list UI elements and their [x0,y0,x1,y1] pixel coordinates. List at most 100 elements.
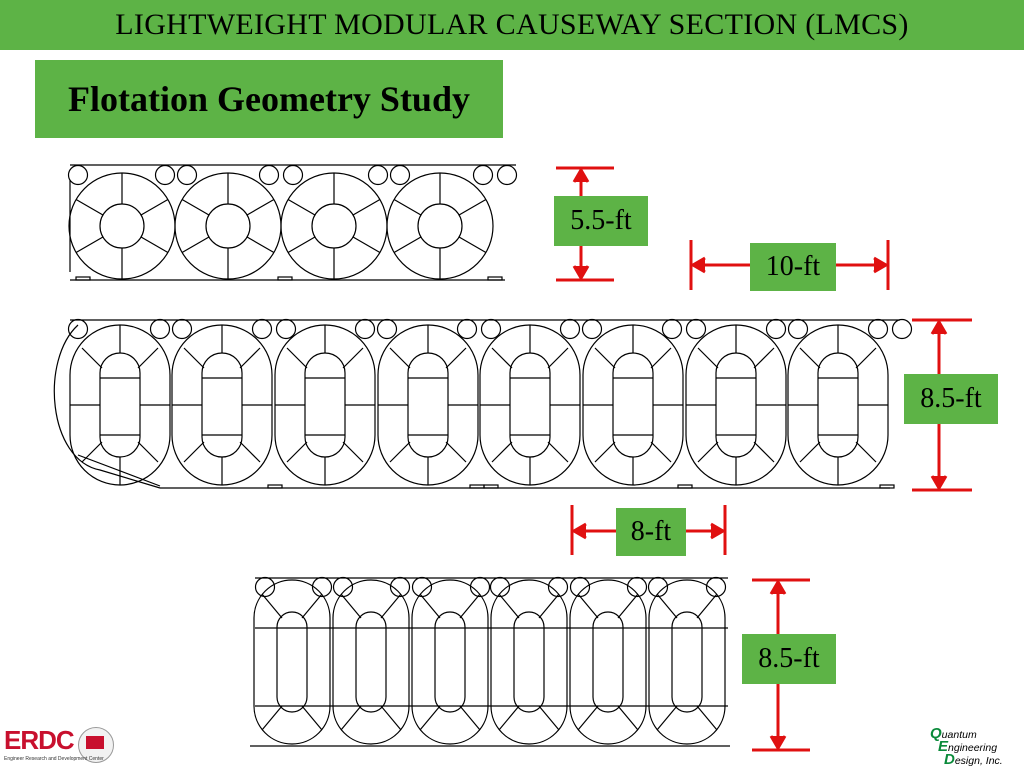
float-inner-chamber [592,611,624,713]
float-spoke [340,593,362,619]
arrow-head [710,522,726,540]
roller-connector [472,164,494,186]
float-spoke [261,593,283,619]
arrow-head [572,167,590,183]
page-title: LIGHTWEIGHT MODULAR CAUSEWAY SECTION (LM… [115,8,909,41]
roller-connector [176,164,198,186]
float-spoke [287,236,316,254]
dimension-label-8ft: 8-ft [616,508,686,556]
deck-plate [483,484,499,489]
float-inner-chamber [509,352,551,458]
roller-connector [489,576,511,598]
roller-connector [480,318,502,340]
float-spoke [140,198,169,216]
float-spoke [301,593,323,619]
float-spoke [458,198,487,216]
float-inner-chamber [276,611,308,713]
deck-plate [487,276,503,281]
float-spoke [137,347,159,369]
float-spoke [340,705,362,731]
roller-connector [389,576,411,598]
float-hub [99,203,145,249]
float-spoke [183,347,205,369]
float-spoke [75,236,104,254]
float-spoke [547,441,569,463]
roller-connector [456,318,478,340]
float-inner-chamber [817,352,859,458]
float-inner-chamber [99,352,141,458]
float-spoke [491,347,513,369]
float-spoke [855,441,877,463]
quantum-engineering-logo: Quantum Engineering Design, Inc. [930,725,1003,768]
vertical-float [569,579,647,745]
float-spoke [81,441,103,463]
roller-connector [254,576,276,598]
float-spoke [239,347,261,369]
bow-ramp [53,324,161,489]
float-spoke [380,705,402,731]
float-spoke [286,347,308,369]
float-spoke [459,593,481,619]
float-spoke [75,198,104,216]
float-spoke [458,236,487,254]
roller-connector [389,164,411,186]
arrow-head [571,522,587,540]
float-spoke [246,236,275,254]
float-spoke [181,236,210,254]
float-spoke [459,705,481,731]
roller-connector [282,164,304,186]
float-spoke [594,441,616,463]
deck-plate [469,484,485,489]
roller-connector [787,318,809,340]
float-spoke [656,593,678,619]
float-spoke [696,593,718,619]
roller-connector [765,318,787,340]
float-spoke [181,198,210,216]
float-inner-chamber [304,352,346,458]
row-5ft-diagram [67,164,518,281]
dimension-label-8-5ft-lower: 8.5-ft [742,634,836,684]
float-spoke [656,705,678,731]
dimension-label-8-5ft-upper: 8.5-ft [904,374,998,424]
roller-connector [354,318,376,340]
float-spoke [393,236,422,254]
float-spoke [799,441,821,463]
arrow-head [930,319,948,335]
float-spoke [594,347,616,369]
float-spoke [140,236,169,254]
roller-connector [411,576,433,598]
float-spoke [799,347,821,369]
arrow-head [690,256,706,274]
float-inner-chamber [715,352,757,458]
arrow-head [873,256,889,274]
float-spoke [498,593,520,619]
float-spoke [246,198,275,216]
float-spoke [498,705,520,731]
float-spoke [753,347,775,369]
deck-plate [75,276,91,281]
float-spoke [855,347,877,369]
float-spoke [380,593,402,619]
roller-connector [251,318,273,340]
roller-connector-open [891,318,913,340]
float-spoke [342,441,364,463]
vertical-float [253,579,331,745]
float-inner-chamber [612,352,654,458]
castle-icon [86,736,104,749]
float-spoke [697,347,719,369]
float-spoke [696,705,718,731]
roller-connector [469,576,491,598]
roller-connector [705,576,727,598]
bow-ramp-line [77,454,161,487]
roller-connector [275,318,297,340]
row-8ft-diagram [53,318,913,489]
deck-plate [879,484,895,489]
float-inner-chamber [355,611,387,713]
float-spoke [753,441,775,463]
deck-plate [677,484,693,489]
roller-connector [626,576,648,598]
roller-connector [258,164,280,186]
float-spoke [650,347,672,369]
float-inner-chamber [407,352,449,458]
